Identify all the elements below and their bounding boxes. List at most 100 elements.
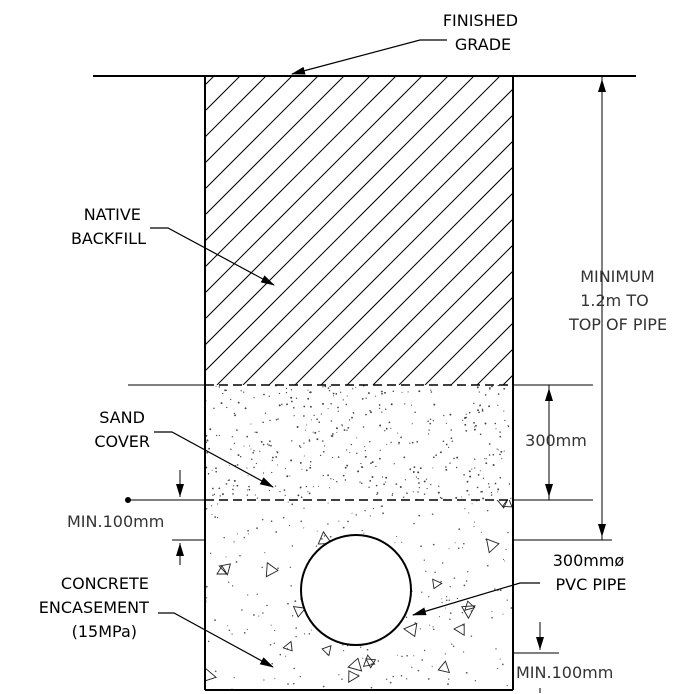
sand-dot [309,405,312,408]
sand-dot [233,479,236,482]
sand-dot [499,453,501,456]
sand-dot [268,444,270,447]
concrete-dot [300,520,303,523]
concrete-dot [462,651,465,653]
sand-dot [439,496,442,499]
sand-dot [252,451,255,454]
sand-dot [500,450,503,453]
sand-dot [364,446,366,448]
hatch-line [424,296,513,385]
concrete-dot [491,610,493,613]
hatch-line [205,76,397,268]
sand-dot [281,403,283,406]
sand-dot [449,413,452,416]
sand-dot [275,419,278,421]
sand-dot [327,474,330,477]
sand-dot [240,390,242,392]
sand-dot [428,429,430,431]
sand-dot [463,474,465,476]
concrete-dot [303,633,306,635]
sand-dot [379,424,382,427]
sand-dot [479,404,481,407]
concrete-dot [241,609,243,611]
concrete-dot [494,588,496,590]
sand-dot [478,391,480,393]
concrete-dot [445,599,448,602]
sand-dot [316,438,319,441]
sand-dot [263,393,265,396]
sand-dot [497,488,500,491]
concrete-dot [465,580,468,582]
sand-dot [484,422,487,425]
sand-dot [262,472,265,474]
concrete-dot [291,615,294,617]
sand-dot [332,457,334,459]
concrete-dot [214,670,217,673]
sand-dot [492,464,495,466]
sand-dot [322,474,324,477]
sand-dot [375,465,377,468]
concrete-dot [287,602,289,605]
concrete-dot [290,585,292,587]
concrete-dot [377,660,380,662]
sand-dot [285,387,288,390]
sand-dot [496,491,498,493]
sand-dot [271,459,273,462]
hatch-line [205,76,449,320]
aggregate-mark [362,654,376,668]
sand-dot [320,413,322,415]
sand-dot [432,467,434,469]
sand-dot [482,497,485,500]
aggregate-mark [432,578,443,590]
sand-dot [290,396,293,399]
sand-dot [253,397,255,399]
min-cover-arrow-top [598,79,606,92]
sand-dot [233,442,236,444]
sand-dot [236,464,239,466]
sand-dot [310,419,312,421]
sand-dot [284,494,286,497]
sand-dot [495,428,497,430]
concrete-dot [270,624,272,626]
concrete-dot [501,663,504,666]
sand-dot [398,443,400,445]
sand-dot [433,403,436,406]
sand-dot [297,494,300,497]
concrete-dot [445,596,448,598]
sand-dot [254,431,256,433]
concrete-dot [456,597,459,600]
sand-dot [473,428,476,431]
sand-dot [337,406,339,409]
concrete-dot [261,518,264,521]
sand-dot [497,404,499,406]
sand-dot [269,419,271,422]
cover-below-arrow-down [536,637,544,650]
concrete-dot [452,645,455,648]
hatch-line [346,218,513,385]
sand-dot [332,478,334,480]
sand-dot [508,483,511,485]
sand-dot [494,482,497,485]
native-backfill-hatch [205,76,513,385]
concrete-dot [431,513,434,515]
sand-dot [491,385,493,388]
concrete-dot [364,509,366,512]
concrete-dot [299,675,301,678]
hatch-line [205,76,345,216]
sand-dot [379,449,381,451]
concrete-dot [473,521,475,523]
sand-dot [494,422,497,425]
concrete-dot [289,524,291,527]
sand-dot [305,429,307,431]
sand-dot [336,431,338,433]
concrete-dot [269,643,272,646]
concrete-dot [274,629,276,632]
sand-dot [393,463,395,465]
aggregate-mark [485,538,500,554]
sand-dot [406,492,408,494]
sand-dot [507,424,509,426]
sand-dot [365,397,367,399]
sand-dot [289,475,291,477]
sand-dot [390,403,393,406]
concrete-dot [343,650,345,652]
